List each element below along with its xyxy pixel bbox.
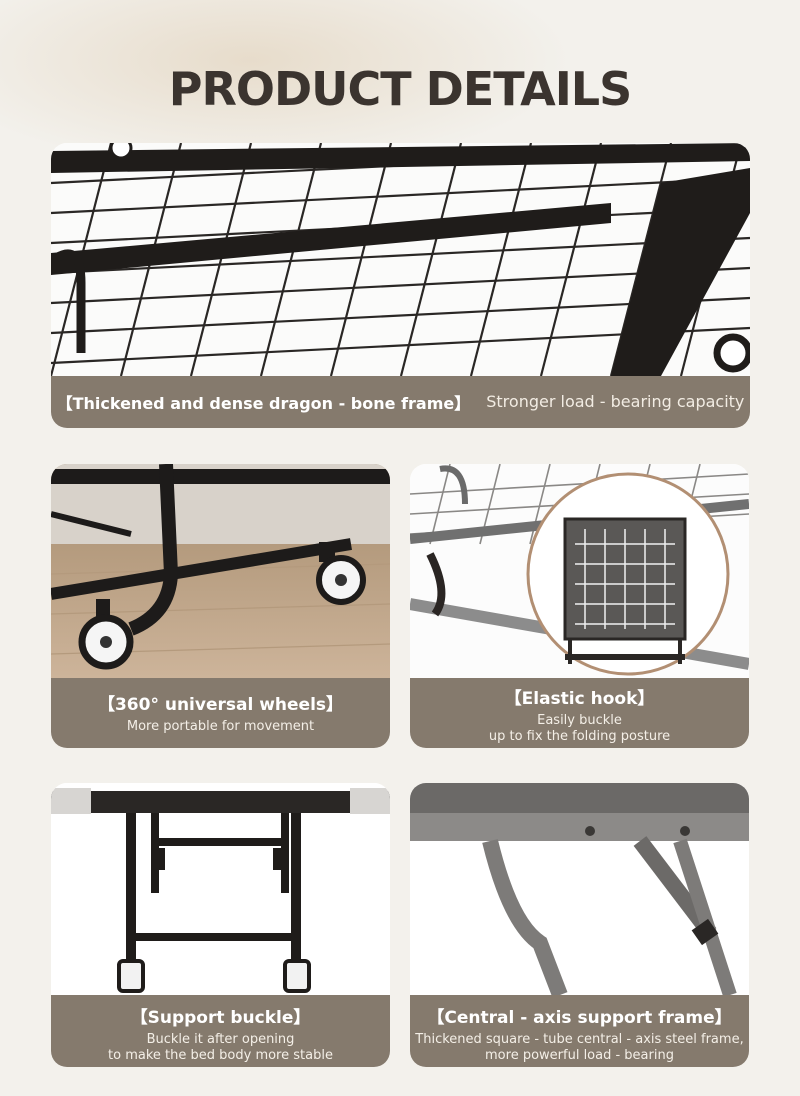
wheels-image: [51, 464, 390, 678]
feature-caption-frame: 【Thickened and dense dragon - bone frame…: [51, 376, 750, 428]
frame-grid-image: [51, 143, 750, 376]
hook-image: [410, 464, 749, 678]
feature-title: 【Support buckle】: [130, 1008, 311, 1028]
feature-desc-line1: Buckle it after opening: [146, 1032, 295, 1047]
feature-title: 【Central - axis support frame】: [427, 1008, 732, 1028]
feature-card-hook: 【Elastic hook】 Easily buckle up to fix t…: [410, 464, 749, 748]
feature-card-frame: 【Thickened and dense dragon - bone frame…: [51, 143, 750, 428]
feature-desc: More portable for movement: [126, 719, 315, 734]
feature-card-axis-frame: 【Central - axis support frame】 Thickened…: [410, 783, 749, 1067]
header-glow: [0, 0, 800, 150]
feature-caption-buckle: 【Support buckle】 Buckle it after opening…: [51, 995, 390, 1067]
feature-title: 【Elastic hook】: [504, 689, 655, 709]
feature-caption-wheels: 【360° universal wheels】 More portable fo…: [51, 678, 390, 748]
feature-card-wheels: 【360° universal wheels】 More portable fo…: [51, 464, 390, 748]
feature-title: 【Thickened and dense dragon - bone frame…: [56, 394, 471, 413]
axis-frame-image: [410, 783, 749, 995]
page-title: PRODUCT DETAILS: [168, 62, 633, 116]
feature-desc-line2: up to fix the folding posture: [488, 729, 671, 744]
feature-card-buckle: 【Support buckle】 Buckle it after opening…: [51, 783, 390, 1067]
buckle-image: [51, 783, 390, 995]
feature-desc-line1: Easily buckle: [537, 713, 622, 728]
feature-caption-axis-frame: 【Central - axis support frame】 Thickened…: [410, 995, 749, 1067]
feature-title: 【360° universal wheels】: [97, 695, 344, 715]
feature-desc-line2: to make the bed body more stable: [108, 1048, 333, 1063]
feature-desc-line2: more powerful load - bearing: [485, 1048, 674, 1063]
feature-desc: Stronger load - bearing capacity: [486, 392, 745, 411]
feature-desc-line1: Thickened square - tube central - axis s…: [415, 1032, 744, 1047]
feature-caption-hook: 【Elastic hook】 Easily buckle up to fix t…: [410, 678, 749, 748]
